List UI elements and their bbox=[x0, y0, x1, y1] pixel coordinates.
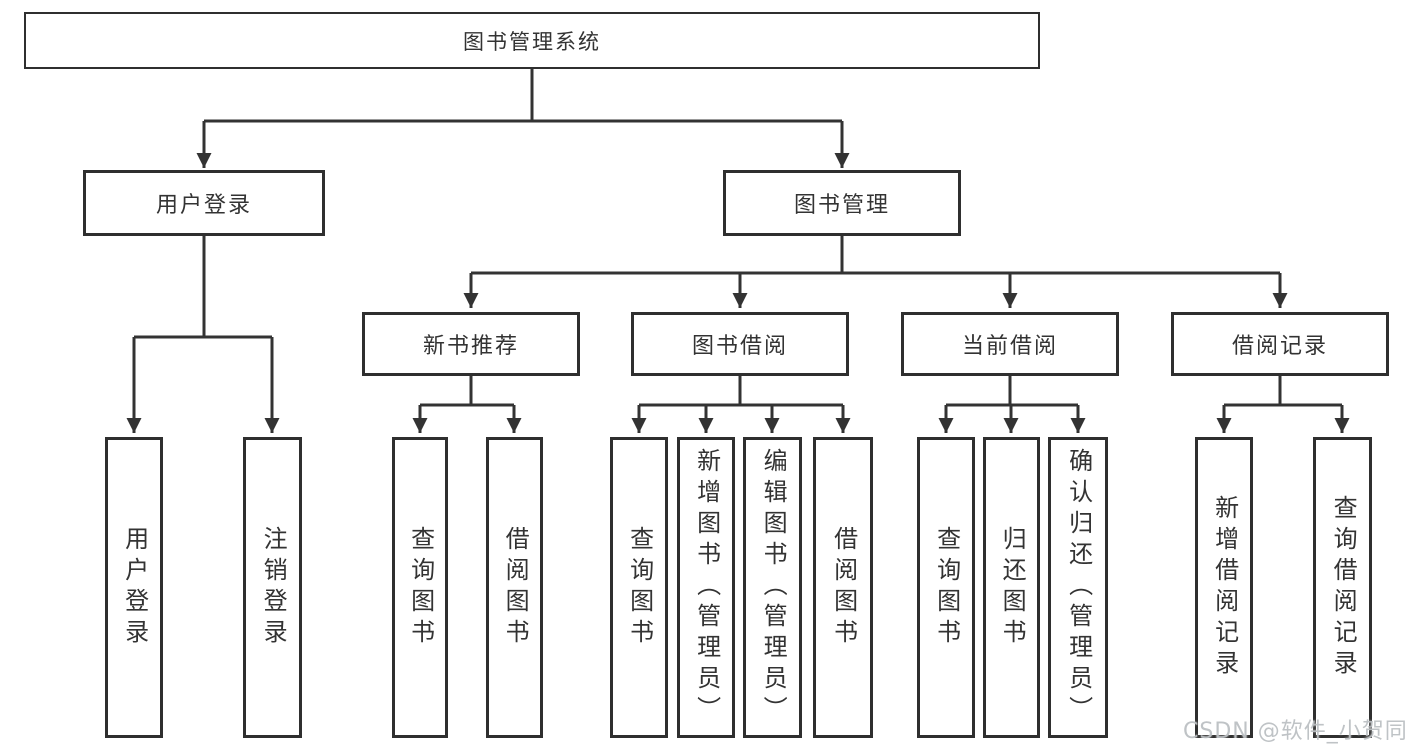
leaf-query-books-recommend-label: 查询图书 bbox=[406, 525, 435, 650]
connector-book-borrow-group bbox=[631, 376, 851, 433]
leaf-user-login-label: 用户登录 bbox=[120, 525, 149, 650]
leaf-borrow-books-label: 借阅图书 bbox=[829, 525, 858, 650]
leaf-logout: 注销登录 bbox=[243, 437, 302, 738]
node-borrow-records: 借阅记录 bbox=[1171, 312, 1389, 376]
node-new-book-recommend-label: 新书推荐 bbox=[422, 334, 519, 359]
leaf-query-borrow-record: 查询借阅记录 bbox=[1313, 437, 1372, 738]
leaf-logout-label: 注销登录 bbox=[259, 525, 288, 650]
leaf-edit-books-admin: 编辑图书（管理员） bbox=[743, 437, 802, 738]
node-root-label: 图书管理系统 bbox=[463, 29, 601, 54]
leaf-return-books: 归还图书 bbox=[983, 437, 1040, 738]
connector-book-management-group bbox=[463, 236, 1288, 308]
node-current-borrow-label: 当前借阅 bbox=[961, 334, 1058, 359]
node-book-borrow-label: 图书借阅 bbox=[691, 334, 788, 359]
leaf-query-books-recommend: 查询图书 bbox=[392, 437, 448, 738]
leaf-add-borrow-record: 新增借阅记录 bbox=[1195, 437, 1253, 738]
leaf-add-books-admin-label: 新增图书（管理员） bbox=[692, 448, 721, 727]
connector-user-login-group bbox=[126, 236, 280, 433]
leaf-confirm-return-admin-label: 确认归还（管理员） bbox=[1064, 448, 1093, 727]
leaf-add-books-admin: 新增图书（管理员） bbox=[677, 437, 735, 738]
leaf-borrow-books: 借阅图书 bbox=[813, 437, 873, 738]
leaf-borrow-books-recommend-label: 借阅图书 bbox=[501, 525, 530, 650]
connector-borrow-records-group bbox=[1216, 376, 1350, 433]
connector-current-borrow-group bbox=[938, 376, 1086, 433]
leaf-borrow-books-recommend: 借阅图书 bbox=[486, 437, 543, 738]
node-book-management-label: 图书管理 bbox=[793, 193, 890, 218]
node-user-login: 用户登录 bbox=[83, 170, 325, 236]
leaf-edit-books-admin-label: 编辑图书（管理员） bbox=[759, 448, 788, 727]
leaf-query-books-borrow-label: 查询图书 bbox=[625, 525, 654, 650]
leaf-confirm-return-admin: 确认归还（管理员） bbox=[1048, 437, 1108, 738]
node-root: 图书管理系统 bbox=[24, 12, 1040, 69]
leaf-return-books-label: 归还图书 bbox=[998, 525, 1027, 650]
connector-root-group bbox=[196, 69, 850, 168]
leaf-query-books-current-label: 查询图书 bbox=[932, 525, 961, 650]
leaf-query-books-current: 查询图书 bbox=[917, 437, 975, 738]
leaf-query-borrow-record-label: 查询借阅记录 bbox=[1329, 494, 1358, 681]
node-current-borrow: 当前借阅 bbox=[901, 312, 1119, 376]
connector-new-book-group bbox=[412, 376, 522, 433]
leaf-user-login: 用户登录 bbox=[105, 437, 163, 738]
leaf-add-borrow-record-label: 新增借阅记录 bbox=[1210, 494, 1239, 681]
node-book-borrow: 图书借阅 bbox=[631, 312, 849, 376]
leaf-query-books-borrow: 查询图书 bbox=[610, 437, 668, 738]
csdn-watermark: CSDN @软件_小贺同学 bbox=[1183, 719, 1405, 744]
node-book-management: 图书管理 bbox=[723, 170, 961, 236]
node-user-login-label: 用户登录 bbox=[155, 193, 252, 218]
node-borrow-records-label: 借阅记录 bbox=[1231, 334, 1328, 359]
node-new-book-recommend: 新书推荐 bbox=[362, 312, 580, 376]
